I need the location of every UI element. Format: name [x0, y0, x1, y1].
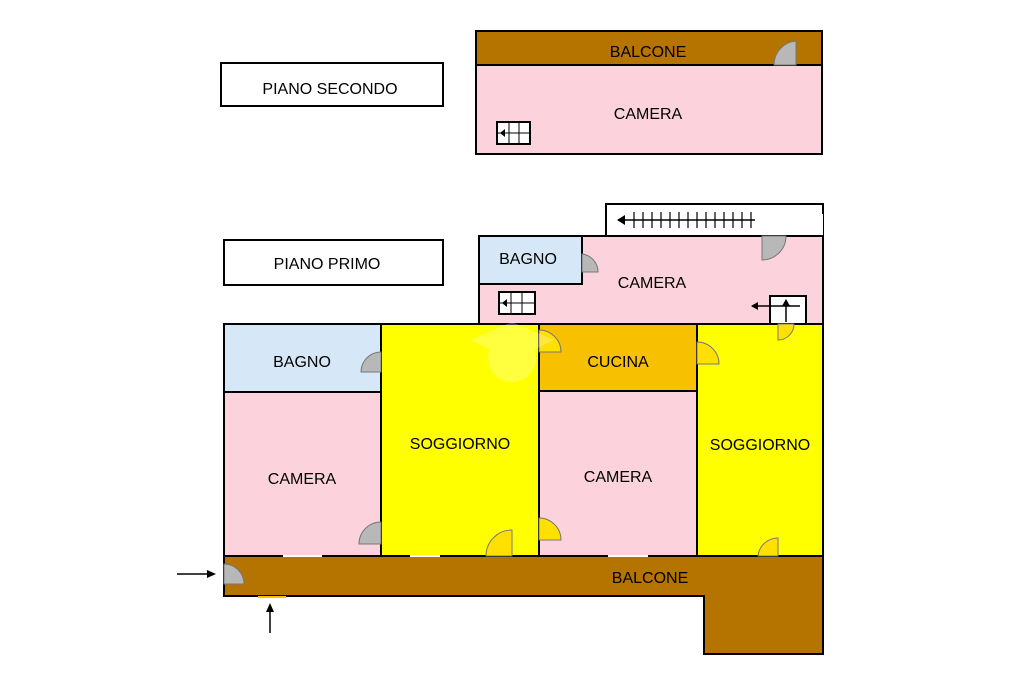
room-label-camera-center: CAMERA [584, 469, 653, 486]
staircase-icon-top [496, 121, 531, 145]
watermark-logo [470, 322, 554, 382]
room-camera-left [223, 391, 382, 557]
entrance-arrow-bottom [266, 603, 274, 633]
piano-primo-label: PIANO PRIMO [274, 256, 381, 273]
room-label-soggiorno-right: SOGGIORNO [710, 437, 810, 454]
door-arc-soggiorno-right-top [777, 323, 795, 341]
room-label-balcone-top: BALCONE [610, 44, 686, 61]
piano-secondo-label-box [220, 62, 444, 107]
room-camera-center [538, 390, 698, 557]
room-balcone-top [475, 30, 823, 66]
room-label-balcone-bottom: BALCONE [612, 570, 688, 587]
door-arc-camera-upper [761, 235, 787, 261]
room-label-camera-top: CAMERA [614, 106, 683, 123]
door-arc-balcone-bottom [258, 596, 286, 598]
door-arc-balcone-entry [223, 563, 245, 585]
door-arc-cucina-right [696, 341, 720, 365]
room-camera-top [475, 64, 823, 155]
staircase-icon-upper-left [498, 291, 536, 315]
door-arc-soggiorno-right-bottom [757, 537, 779, 557]
room-soggiorno-center [380, 323, 540, 557]
room-label-bagno-upper: BAGNO [499, 251, 557, 268]
room-bagno-upper [478, 235, 583, 285]
door-arc-cucina-center [538, 329, 562, 353]
room-label-camera-left: CAMERA [268, 471, 337, 488]
door-arc-bagno-upper [581, 253, 599, 273]
door-arc-soggiorno-center [485, 529, 513, 557]
room-bagno-left [223, 323, 382, 393]
room-label-camera-upper: CAMERA [618, 275, 687, 292]
door-arc-balcone-top [773, 40, 797, 66]
staircase-icon-upper-right [751, 295, 807, 325]
staircase-icon-corridor [617, 212, 755, 228]
room-balcone-bottom [223, 555, 824, 655]
piano-primo-label-box [223, 239, 444, 286]
door-arc-camera-left [358, 521, 382, 545]
room-cucina [538, 323, 698, 392]
entrance-arrow-left [177, 570, 216, 578]
door-arc-bagno-left [360, 351, 382, 373]
room-label-cucina: CUCINA [587, 354, 649, 371]
door-arc-camera-center [538, 517, 562, 541]
room-label-bagno-left: BAGNO [273, 354, 331, 371]
room-label-soggiorno-center: SOGGIORNO [410, 436, 510, 453]
piano-secondo-label: PIANO SECONDO [262, 81, 397, 98]
